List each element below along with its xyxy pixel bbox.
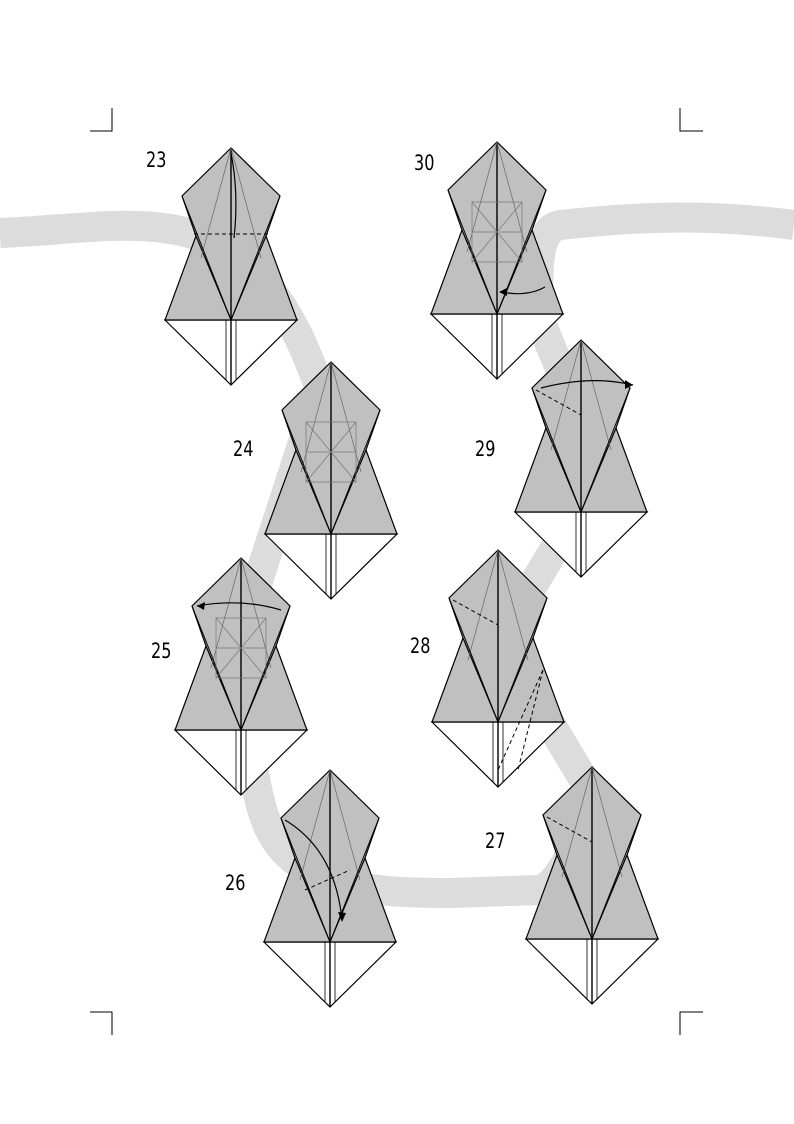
crease-line xyxy=(550,339,582,451)
edge-line xyxy=(280,817,331,943)
step-number-24: 24 xyxy=(233,437,254,461)
fold-arrow xyxy=(284,819,343,921)
step-number-30: 30 xyxy=(414,151,435,175)
crease-line xyxy=(299,769,331,881)
valley-fold-line xyxy=(517,669,544,771)
edge-line xyxy=(591,814,642,940)
edge-line xyxy=(240,605,291,731)
fold-arrow xyxy=(196,602,282,611)
origami-model-step-29 xyxy=(513,339,649,578)
edge-line xyxy=(181,195,232,321)
origami-model-step-26 xyxy=(262,769,398,1008)
edge-line xyxy=(330,409,381,535)
arrow-head xyxy=(499,288,507,296)
origami-model-step-24 xyxy=(263,361,399,600)
valley-fold-line xyxy=(452,599,499,626)
origami-model-step-30 xyxy=(429,141,565,380)
origami-model-step-27 xyxy=(524,766,660,1005)
edge-line xyxy=(447,189,498,315)
arrow-head xyxy=(338,912,346,922)
crease-line xyxy=(561,766,593,878)
valley-fold-line xyxy=(535,389,582,416)
step-number-27: 27 xyxy=(485,829,506,853)
edge-line xyxy=(497,597,548,723)
arrow-head xyxy=(625,380,633,389)
origami-model-step-23 xyxy=(163,147,299,386)
origami-model-step-28 xyxy=(430,549,566,788)
step-number-29: 29 xyxy=(475,437,496,461)
crease-line xyxy=(591,766,623,878)
edge-line xyxy=(448,597,499,723)
edge-line xyxy=(542,814,593,940)
valley-fold-line xyxy=(546,816,593,843)
crease-line xyxy=(497,549,529,661)
crop-marks xyxy=(90,108,703,1035)
fold-arrow xyxy=(540,380,634,389)
crease-line xyxy=(467,549,499,661)
crease-line xyxy=(230,147,262,259)
arrow-head xyxy=(197,602,205,610)
edge-line xyxy=(531,387,582,513)
crease-line xyxy=(329,769,361,881)
edge-line xyxy=(191,605,242,731)
crease-line xyxy=(580,339,612,451)
valley-fold-line xyxy=(304,869,351,891)
step-number-25: 25 xyxy=(151,639,172,663)
step-number-26: 26 xyxy=(225,871,246,895)
crease-line xyxy=(200,147,232,259)
edge-line xyxy=(230,195,281,321)
edge-line xyxy=(329,817,380,943)
step-number-23: 23 xyxy=(146,148,167,172)
edge-line xyxy=(281,409,332,535)
origami-model-step-25 xyxy=(173,557,309,796)
flow-band xyxy=(0,202,794,908)
step-number-28: 28 xyxy=(410,634,431,658)
edge-line xyxy=(580,387,631,513)
valley-fold-line xyxy=(497,669,544,771)
fold-arrow xyxy=(230,152,237,239)
